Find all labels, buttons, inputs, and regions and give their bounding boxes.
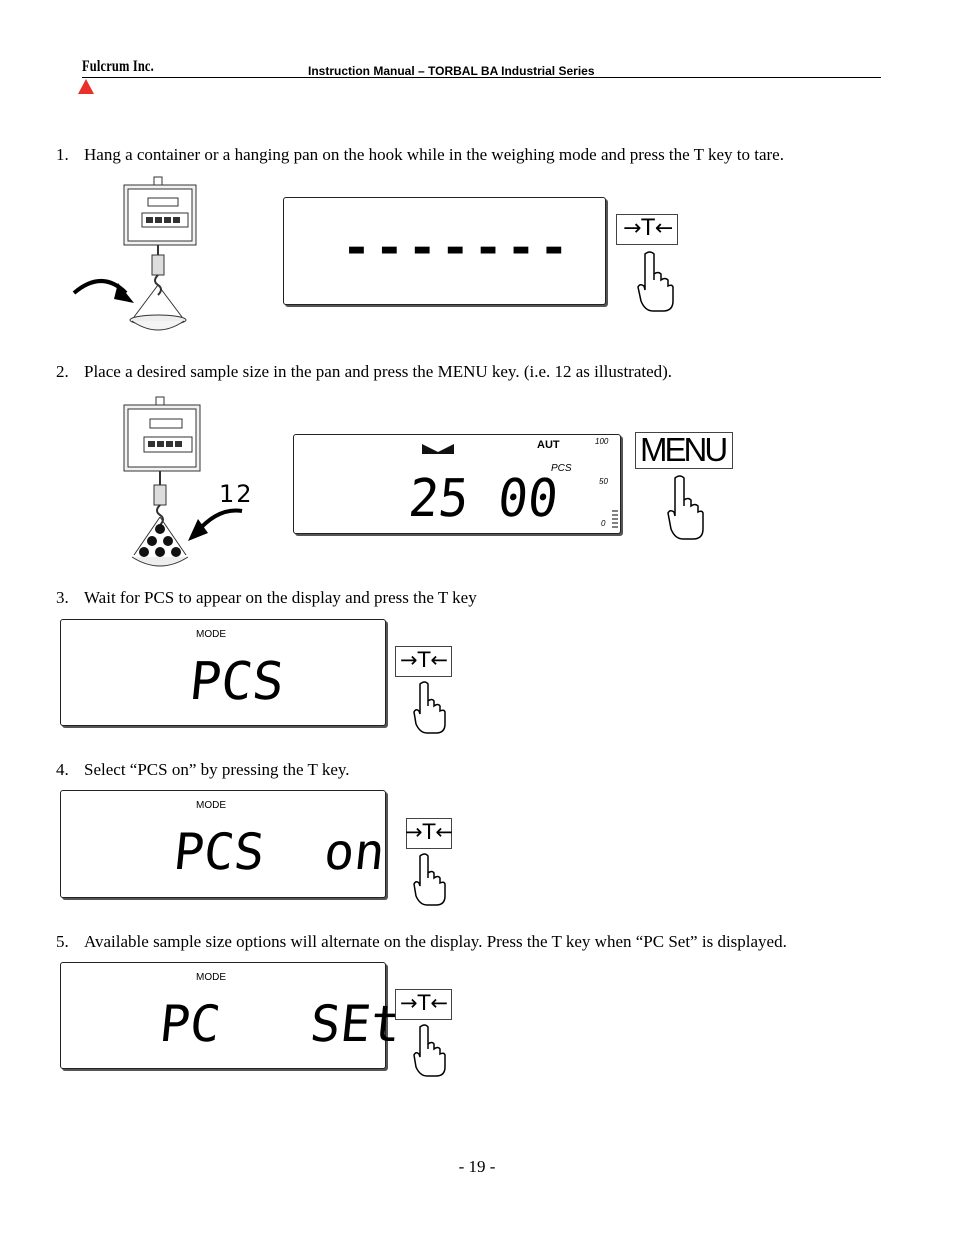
step-4: 4.Select “PCS on” by pressing the T key. bbox=[56, 760, 350, 779]
step-1: 1.Hang a container or a hanging pan on t… bbox=[56, 145, 784, 164]
pressing-hand-icon bbox=[413, 681, 446, 734]
header-title: Instruction Manual – TORBAL BA Industria… bbox=[308, 64, 595, 78]
hanging-scale-with-pan-illustration bbox=[72, 176, 197, 331]
step-3-text: Wait for PCS to appear on the display an… bbox=[84, 588, 477, 607]
step-4-display: MODE PCS on bbox=[60, 790, 388, 898]
company-logo: Fulcrum Inc. bbox=[82, 58, 154, 75]
step-2: 2.Place a desired sample size in the pan… bbox=[56, 362, 673, 381]
step-3: 3.Wait for PCS to appear on the display … bbox=[56, 588, 477, 607]
bar-graph-icon bbox=[612, 510, 618, 528]
stable-indicator-icon bbox=[422, 444, 454, 454]
tare-key-button[interactable]: →T← bbox=[395, 646, 452, 677]
step-4-text: Select “PCS on” by pressing the T key. bbox=[84, 760, 350, 779]
pressing-hand-icon bbox=[413, 1024, 446, 1077]
step-3-display: MODE PCS bbox=[60, 619, 386, 726]
header-rule bbox=[82, 77, 881, 78]
step-2-display: AUT PCS 100 50 0 25 00 bbox=[293, 434, 621, 534]
step-1-text: Hang a container or a hanging pan on the… bbox=[84, 145, 784, 164]
step-5: 5.Available sample size options will alt… bbox=[56, 932, 787, 951]
pressing-hand-icon bbox=[667, 475, 704, 540]
hanging-scale-with-samples-illustration bbox=[123, 396, 243, 567]
menu-key-button[interactable]: MENU bbox=[635, 431, 733, 469]
tare-key-button[interactable]: →T← bbox=[616, 214, 678, 245]
logo-triangle-icon bbox=[78, 79, 94, 94]
step-2-text: Place a desired sample size in the pan a… bbox=[84, 362, 673, 381]
pressing-hand-icon bbox=[637, 251, 674, 312]
step-5-text: Available sample size options will alter… bbox=[84, 932, 787, 951]
pressing-hand-icon bbox=[413, 853, 446, 906]
tare-key-button[interactable]: →T← bbox=[405, 818, 453, 849]
step-5-display: MODE PC SEt bbox=[60, 962, 404, 1069]
sample-count-label: 12 bbox=[219, 480, 254, 508]
page-number: - 19 - bbox=[458, 1157, 496, 1176]
step-1-display: ------- bbox=[283, 197, 606, 305]
tare-key-button[interactable]: →T← bbox=[395, 989, 452, 1020]
